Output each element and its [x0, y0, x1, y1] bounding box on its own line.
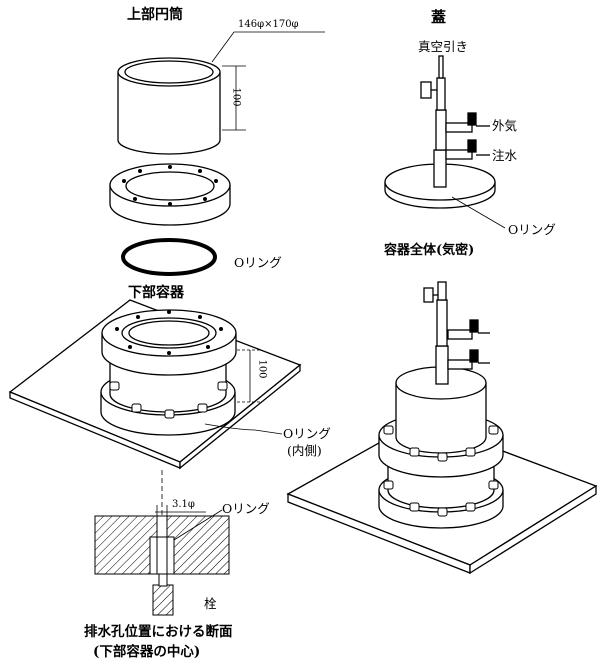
- section-title: 排水孔位置における断面: [84, 624, 233, 640]
- plug-shape: [152, 573, 174, 616]
- dimension-diameter-leader: [211, 31, 325, 63]
- section-subtitle: (下部容器の中心): [93, 644, 201, 660]
- whole-container-title: 容器全体(気密): [384, 243, 475, 258]
- water-inlet-label: 注水: [492, 148, 518, 163]
- dimension-upper-height: 100: [230, 87, 242, 107]
- hole-diameter-label: 3.1φ: [172, 499, 195, 510]
- plug-label: 栓: [204, 596, 217, 611]
- cross-section-shape: [94, 515, 230, 575]
- lid-title: 蓋: [431, 8, 447, 26]
- upper-cylinder-shape: [117, 57, 221, 155]
- upper-o-ring-shape: [121, 238, 217, 276]
- o-ring-inner-note: (内側): [287, 443, 322, 458]
- outside-air-label: 外気: [492, 118, 518, 133]
- lower-container-title: 下部容器: [128, 285, 184, 301]
- upper-cylinder-title: 上部円筒: [127, 7, 183, 23]
- vacuum-label: 真空引き: [418, 39, 469, 54]
- o-ring-inner-leader: [204, 423, 283, 435]
- dimension-upper-height-line: [222, 65, 246, 131]
- dimension-lower-height: 100: [256, 359, 268, 379]
- o-ring-upper-label: Oリング: [234, 255, 282, 270]
- whole-container-shape: [378, 281, 504, 529]
- o-ring-lid-label: Oリング: [508, 222, 556, 237]
- o-ring-inner-label: Oリング: [283, 426, 331, 441]
- dimension-diameter: 146φ×170φ: [238, 19, 299, 30]
- upper-flange-shape: [109, 163, 231, 226]
- o-ring-hole-leader: [173, 509, 223, 541]
- o-ring-hole-label: Oリング: [222, 501, 270, 516]
- hole-diameter-dim: [155, 505, 206, 519]
- lower-container-shape: [100, 309, 237, 436]
- lid-shape: [384, 55, 496, 209]
- dimension-lower-height-line: [237, 349, 260, 403]
- o-ring-lid-leader: [451, 196, 506, 229]
